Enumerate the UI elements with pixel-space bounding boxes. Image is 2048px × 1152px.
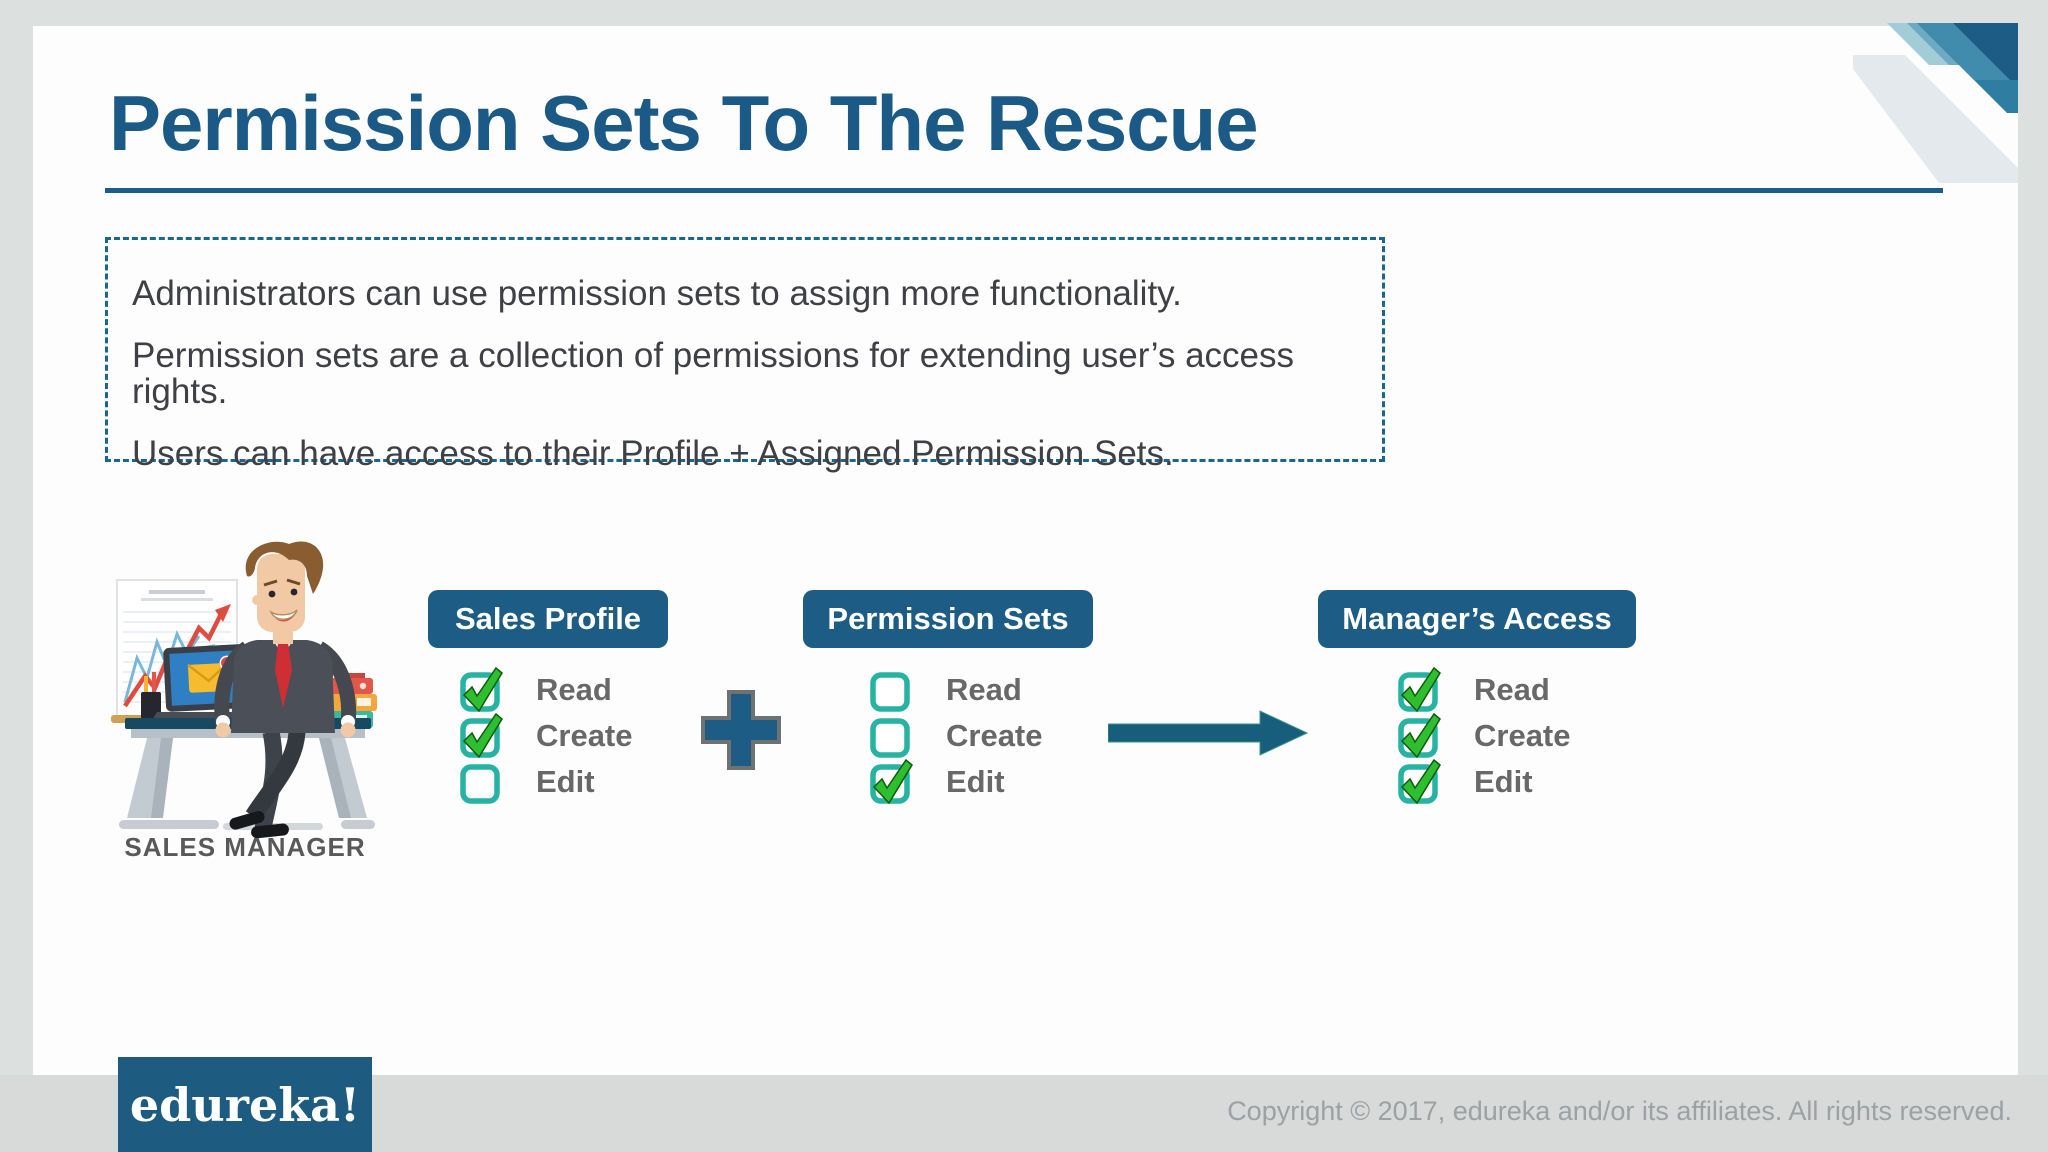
arrow-right-icon [1108,710,1308,756]
permission-row-create: Create [460,712,633,758]
permission-row-edit: Edit [870,758,1043,804]
permission-row-read: Read [1398,666,1571,712]
plus-icon [701,690,781,770]
title-underline [105,188,1943,193]
sales-manager-graphic [111,541,377,839]
checkbox-unchecked-icon [460,763,500,804]
info-line: Users can have access to their Profile +… [132,434,1174,473]
checkbox-checked-icon [870,758,913,804]
checkbox-checked-icon [460,712,503,758]
checkbox-checked-icon [1398,666,1441,712]
sales-manager-illustration: SALES MANAGER [111,536,379,866]
info-line: Administrators can use permission sets t… [132,274,1182,313]
permission-label: Create [536,717,633,753]
page-title: Permission Sets To The Rescue [109,79,1259,167]
copyright-text: Copyright © 2017, edureka and/or its aff… [1227,1096,2012,1126]
permission-row-read: Read [460,666,633,712]
sales-manager-caption: SALES MANAGER [124,832,366,862]
column-badge: Manager’s Access [1318,590,1636,648]
permission-row-create: Create [1398,712,1571,758]
permission-label: Edit [1474,763,1533,799]
corner-decoration-icon [1853,23,2018,183]
permission-label: Create [1474,717,1571,753]
checkbox-checked-icon [1398,758,1441,804]
checkbox-checked-icon [460,666,503,712]
logo-text: edureka! [129,1077,361,1132]
column-badge: Sales Profile [428,590,668,648]
permission-label: Create [946,717,1043,753]
permission-label: Edit [536,763,595,799]
permission-label: Read [536,671,612,707]
permission-row-edit: Edit [460,759,633,804]
checkbox-unchecked-icon [870,671,910,712]
permission-row-create: Create [870,713,1043,758]
checkbox-checked-icon [1398,712,1441,758]
column-badge: Permission Sets [803,590,1093,648]
checkbox-unchecked-icon [870,717,910,758]
info-line: Permission sets are a collection of perm… [132,336,1295,411]
permission-row-edit: Edit [1398,758,1571,804]
info-box: Administrators can use permission sets t… [105,237,1385,472]
permission-label: Read [946,671,1022,707]
permission-row-read: Read [870,667,1043,712]
permission-label: Edit [946,763,1005,799]
edureka-logo: edureka! [118,1057,372,1152]
permission-label: Read [1474,671,1550,707]
slide: Permission Sets To The Rescue Administra… [33,23,2018,1075]
